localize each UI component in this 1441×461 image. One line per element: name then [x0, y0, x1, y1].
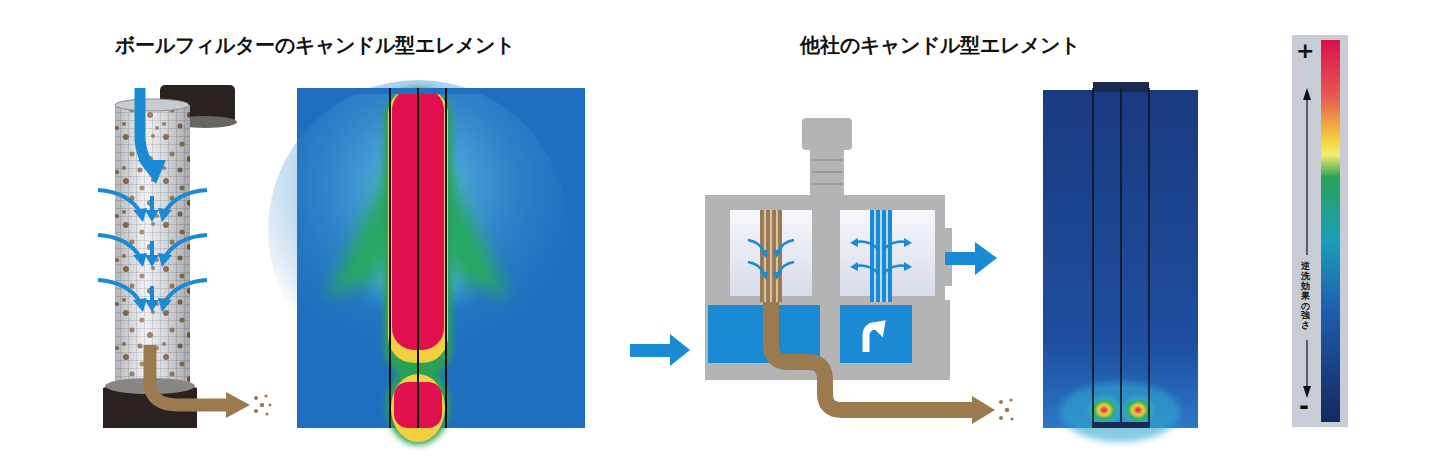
scale-title: 逆洗効果の強さ — [1301, 262, 1310, 331]
scale-max: + — [1296, 38, 1314, 63]
flow-arrows — [98, 88, 207, 302]
discharge-pipe — [771, 302, 1014, 424]
section-heading: ボールフィルターのキャンドル型エレメント — [115, 32, 515, 59]
scale-min: - — [1299, 392, 1309, 420]
discharge-arrow — [150, 345, 271, 418]
backwash-arrow — [866, 313, 893, 352]
inlet-outlet-arrows — [630, 242, 997, 366]
scale-bar — [1292, 35, 1348, 427]
simulation-map — [268, 80, 585, 445]
candle-element — [103, 85, 237, 428]
simulation-map-other — [1043, 82, 1198, 442]
small-arrow-heads — [760, 238, 912, 280]
small-flow-arrows — [748, 240, 906, 274]
arrow-heads — [133, 160, 172, 312]
section-heading: 他社のキャンドル型エレメント — [800, 32, 1080, 59]
filter-housing — [705, 118, 952, 380]
